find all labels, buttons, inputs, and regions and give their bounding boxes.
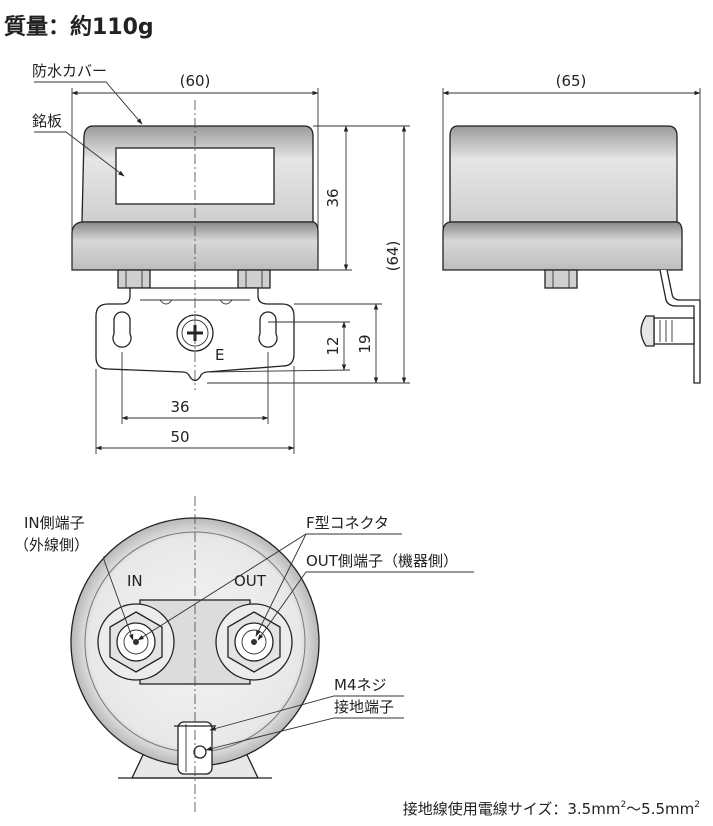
in-connector xyxy=(97,603,175,681)
in-terminal-leader xyxy=(103,556,134,641)
right-keyhole xyxy=(258,311,278,348)
waterproof-cover-leader xyxy=(34,81,143,125)
dim-hole-12: 12 xyxy=(324,336,342,355)
front-dimensions: (60) 36 (64) 12 19 36 50 xyxy=(71,72,410,454)
side-screw-head xyxy=(640,315,655,347)
dim-total-64: (64) xyxy=(384,241,402,272)
nameplate-leader xyxy=(34,131,125,177)
waterproof-cover-label: 防水カバー xyxy=(32,62,107,80)
out-connector xyxy=(215,603,293,681)
front-in-stub xyxy=(117,269,151,289)
weight-title: 質量：約110g xyxy=(4,14,154,40)
m4-screw-leader xyxy=(209,695,404,731)
in-text: IN xyxy=(127,572,143,590)
side-base xyxy=(442,221,683,271)
dim-depth-65: (65) xyxy=(556,72,587,90)
in-terminal-sub-label: （外線側） xyxy=(14,536,89,554)
in-terminal-label: IN側端子 xyxy=(24,514,85,532)
nameplate-label: 銘板 xyxy=(32,112,62,130)
wire-size-note: 接地線使用電線サイズ：3.5mm2〜5.5mm2 xyxy=(403,800,700,818)
side-bracket xyxy=(659,269,701,384)
side-stub xyxy=(544,269,578,289)
f-connector-leader-out xyxy=(255,533,307,637)
m4-screw-label: M4ネジ xyxy=(334,676,387,694)
dim-bracket-19: 19 xyxy=(356,334,374,353)
out-terminal-leader xyxy=(257,571,474,641)
side-dimensions: (65) xyxy=(442,72,701,300)
f-connector-label: F型コネクタ xyxy=(306,514,389,532)
side-cover xyxy=(449,125,678,223)
side-view xyxy=(442,125,701,384)
left-keyhole xyxy=(112,311,132,348)
dim-pitch-36: 36 xyxy=(170,398,189,416)
dim-bracket-50: 50 xyxy=(170,428,189,446)
dim-width-60: (60) xyxy=(180,72,211,90)
out-terminal-label: OUT側端子（機器側） xyxy=(306,552,458,570)
dim-cover-36: 36 xyxy=(324,188,342,207)
earth-label: E xyxy=(215,346,224,364)
ground-terminal-leader xyxy=(205,717,404,751)
out-text: OUT xyxy=(234,572,267,590)
front-out-stub xyxy=(237,269,271,289)
ground-terminal-label: 接地端子 xyxy=(334,698,394,716)
